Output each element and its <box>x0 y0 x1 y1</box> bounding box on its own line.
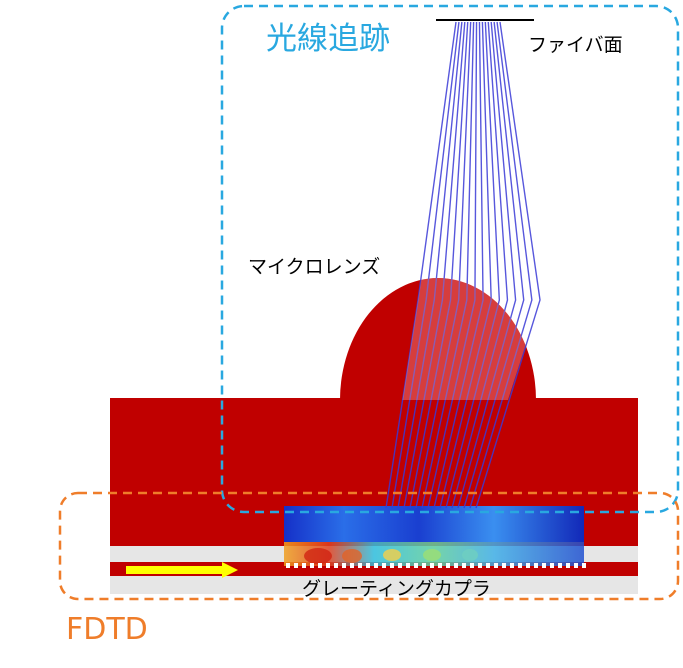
ray-line <box>463 21 525 509</box>
grating-coupler-label: グレーティングカプラ <box>302 578 491 600</box>
ray-lens-tint <box>386 278 536 400</box>
grating-tooth <box>486 563 490 568</box>
fdtd-region-box <box>58 491 680 601</box>
ray-line <box>415 21 472 509</box>
ray-line <box>403 21 466 509</box>
ray-bundle <box>385 21 541 509</box>
grating-tooth <box>566 563 570 568</box>
grating-tooth <box>542 563 546 568</box>
grating-tooth <box>390 563 394 568</box>
fiber-surface-label: ファイバ面 <box>528 34 623 56</box>
ray-line <box>445 21 501 509</box>
ray-line <box>409 21 469 509</box>
grating-tooth <box>422 563 426 568</box>
grating-tooth <box>286 563 290 568</box>
ray-line <box>439 21 492 509</box>
grating-tooth <box>382 563 386 568</box>
grating-tooth <box>326 563 330 568</box>
grating-tooth <box>302 563 306 568</box>
fdtd-label: FDTD <box>66 612 148 647</box>
grating-tooth <box>550 563 554 568</box>
grating-tooth <box>414 563 418 568</box>
grating-tooth <box>526 563 530 568</box>
grating-teeth <box>286 563 586 568</box>
input-arrow <box>126 562 238 578</box>
grating-tooth <box>310 563 314 568</box>
grating-tooth <box>462 563 466 568</box>
ray-line <box>391 21 460 509</box>
grating-tooth <box>294 563 298 568</box>
ray-line <box>451 21 509 509</box>
grating-tooth <box>558 563 562 568</box>
grating-tooth <box>582 563 586 568</box>
grating-tooth <box>510 563 514 568</box>
ray-line <box>397 21 463 509</box>
grating-tooth <box>574 563 578 568</box>
ray-line <box>469 21 533 509</box>
ray-line <box>427 21 478 509</box>
grating-tooth <box>366 563 370 568</box>
field-hotspots <box>304 548 478 564</box>
grating-tooth <box>342 563 346 568</box>
grating-tooth <box>398 563 402 568</box>
grating-tooth <box>358 563 362 568</box>
grating-tooth <box>430 563 434 568</box>
grating-tooth <box>518 563 522 568</box>
substrate-layer <box>110 576 638 594</box>
ray-tracing-region-box <box>220 4 680 514</box>
ray-tracing-label: 光線追跡 <box>266 21 390 57</box>
microlens-dome <box>340 278 536 400</box>
grating-tooth <box>318 563 322 568</box>
grating-tooth <box>534 563 538 568</box>
grating-tooth <box>454 563 458 568</box>
ray-line <box>385 21 457 509</box>
microlens-label: マイクロレンズ <box>248 256 381 278</box>
grating-tooth <box>478 563 482 568</box>
ray-line <box>475 21 541 509</box>
grating-tooth <box>334 563 338 568</box>
grating-tooth <box>350 563 354 568</box>
grating-tooth <box>470 563 474 568</box>
ray-line <box>457 21 517 509</box>
fdtd-field-upper <box>284 506 584 542</box>
ray-line <box>433 21 484 509</box>
grating-tooth <box>374 563 378 568</box>
grating-tooth <box>502 563 506 568</box>
grating-tooth <box>446 563 450 568</box>
grating-tooth <box>494 563 498 568</box>
ray-line <box>421 21 475 509</box>
grating-tooth <box>406 563 410 568</box>
grating-tooth <box>438 563 442 568</box>
